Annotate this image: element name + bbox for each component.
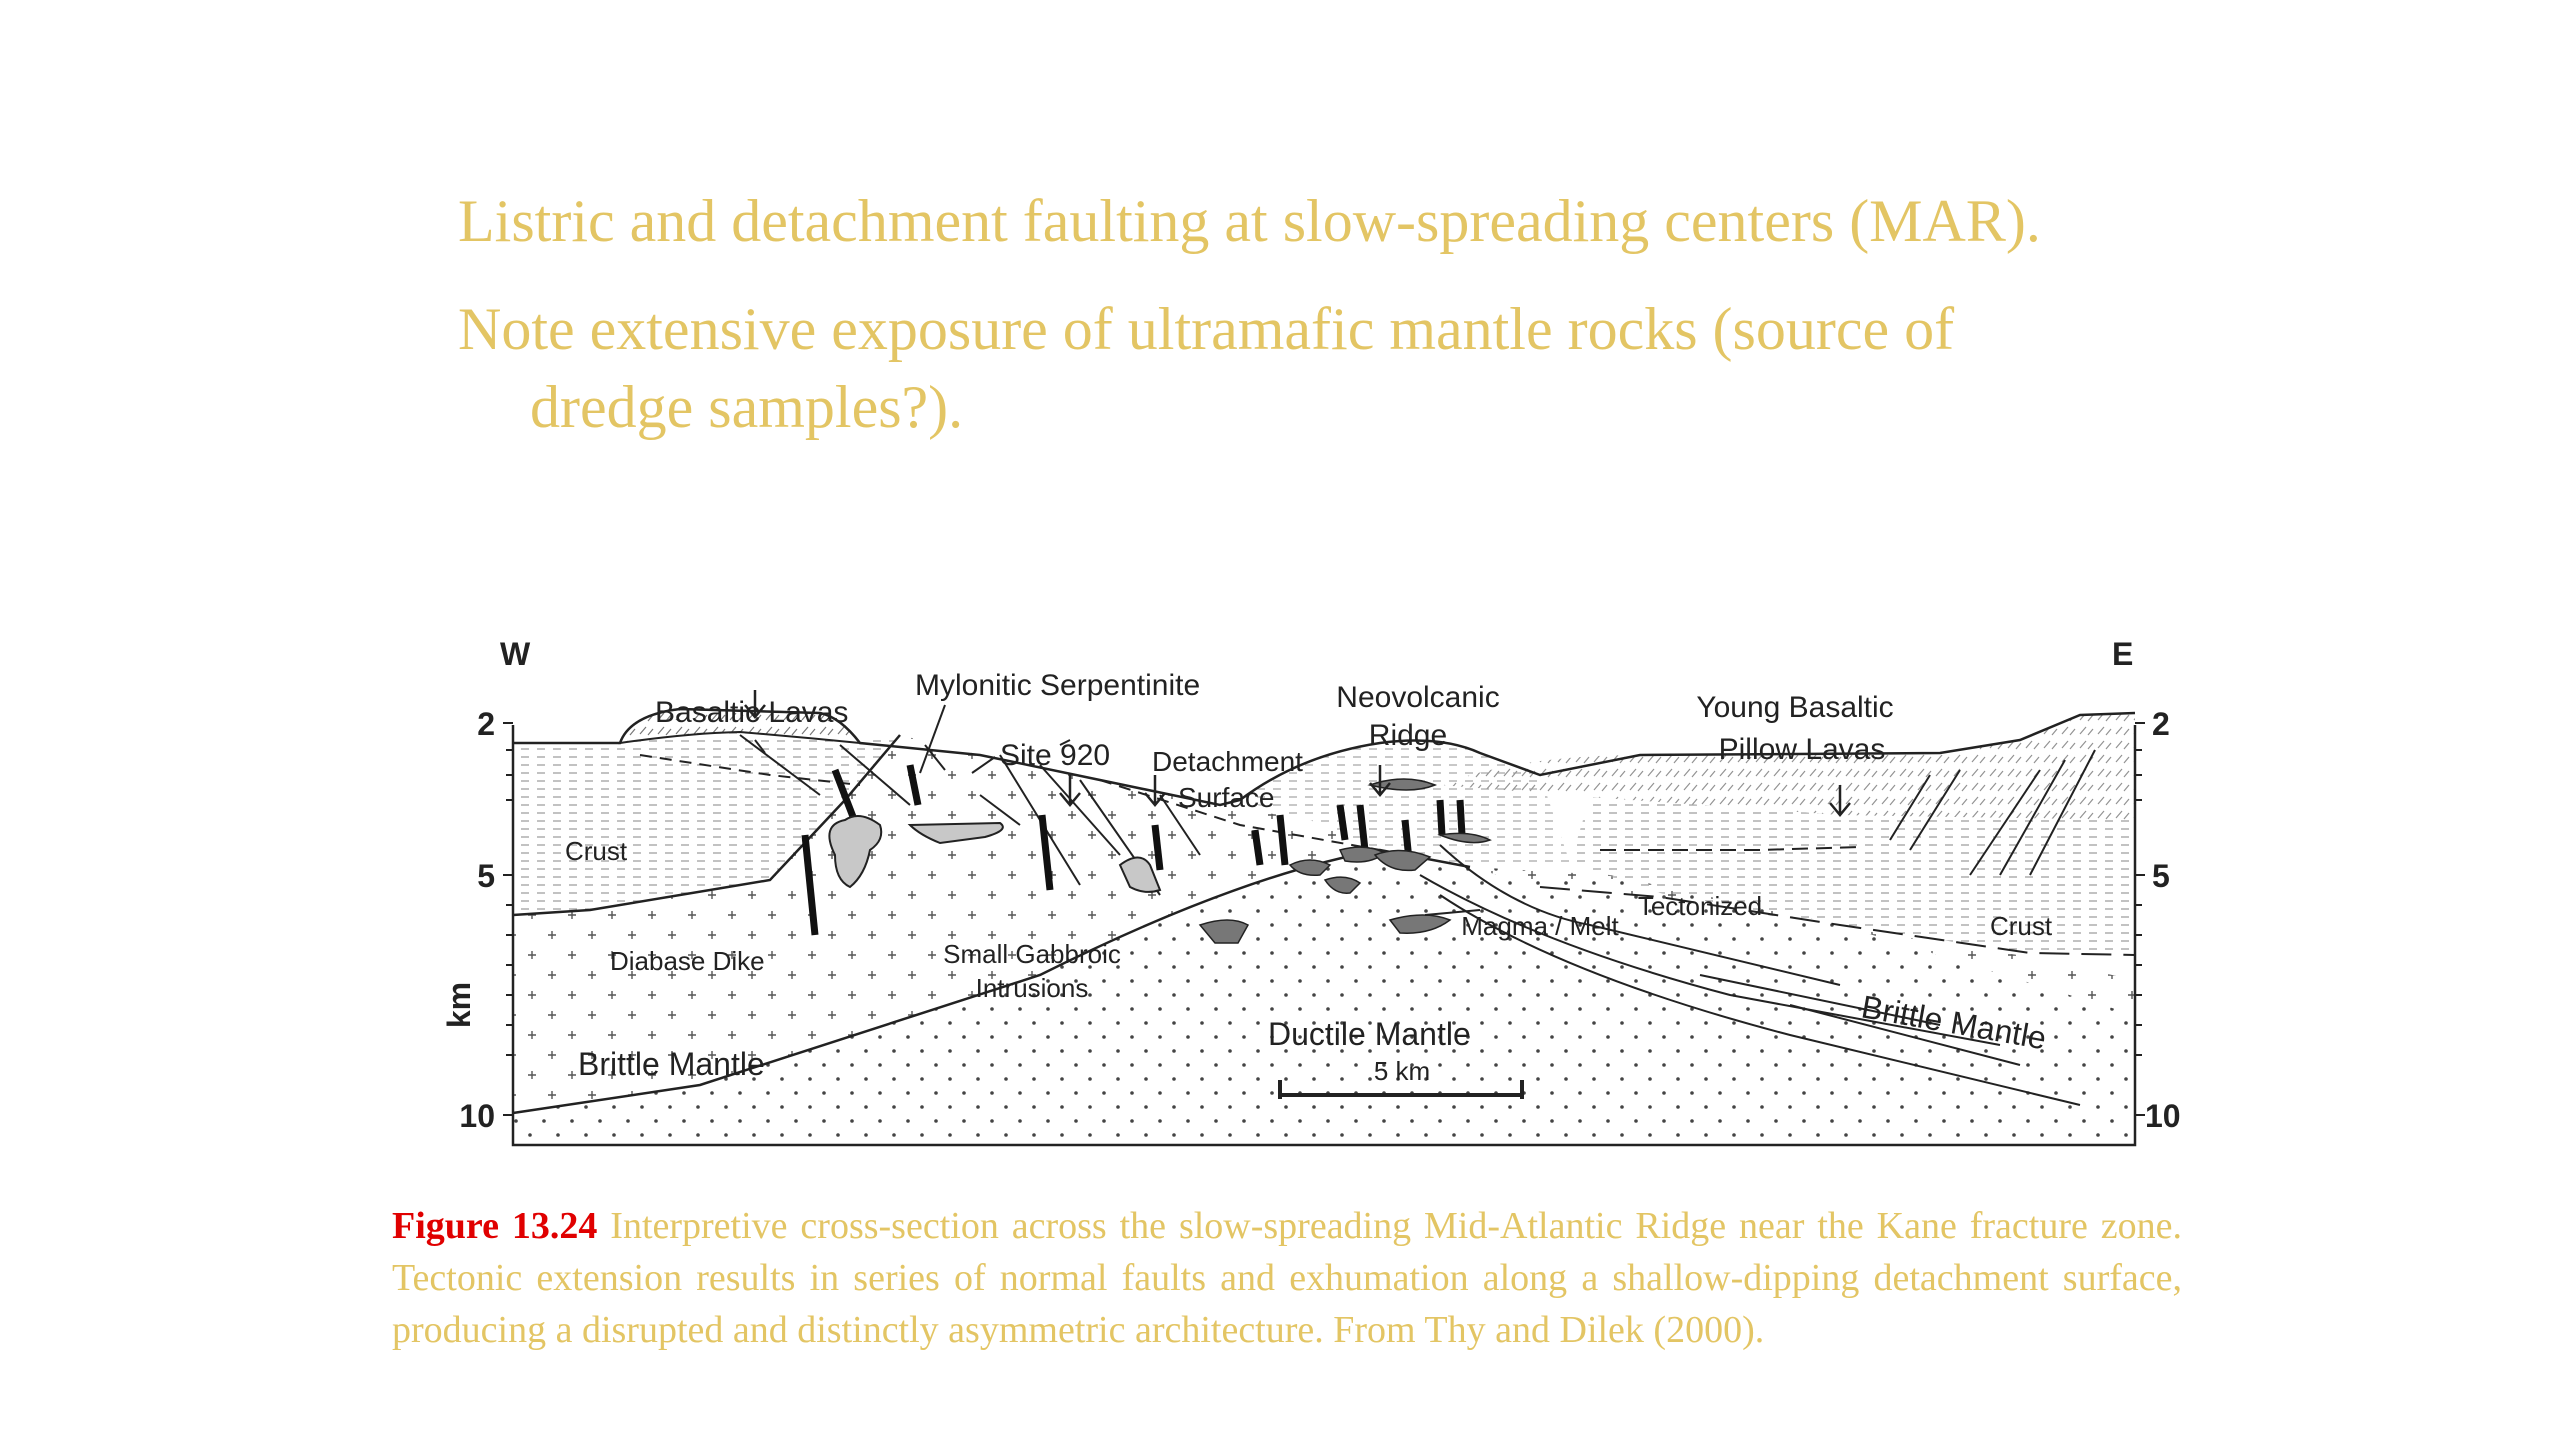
tectonized-dashed [1600,846,1861,851]
caption-text: Interpretive cross-section across the sl… [392,1205,2183,1351]
label-neovolcanic-2: Ridge [1369,719,1447,752]
brittle-mantle-right-layer [1470,867,2135,1015]
label-brittle-mantle-left: Brittle Mantle [578,1046,765,1082]
label-crust-left: Crust [565,836,628,866]
left-tick-2: 2 [477,706,495,742]
crust-right-layer [1570,797,2135,955]
figure-number: Figure 13.24 [392,1205,598,1247]
ductile-mantle-layer [513,850,2135,1145]
right-axis-ticks [2135,722,2145,1116]
diabase-dikes [801,764,1466,936]
label-ductile-mantle: Ductile Mantle [1268,1016,1471,1052]
label-mylonitic-serpentinite: Mylonitic Serpentinite [915,669,1200,702]
mylonitic-pointer [919,704,946,774]
left-tick-10: 10 [459,1098,495,1134]
label-young-basaltic-1: Young Basaltic [1696,691,1893,724]
arrow-site-920 [1059,775,1081,807]
young-pillow-lavas [1440,713,2135,820]
slide-subtitle: Note extensive exposure of ultramafic ma… [458,290,2258,446]
label-basaltic-lavas: Basaltic Lavas [655,696,848,729]
label-magma-melt: Magma / Melt [1461,911,1619,941]
label-scale-bar: 5 km [1374,1056,1430,1086]
label-small-gabbroic-1: Small Gabbroic [943,939,1121,969]
label-crust-right: Crust [1990,911,2053,941]
seafloor-profile [513,707,2136,807]
label-neovolcanic-1: Neovolcanic [1336,681,1499,714]
left-axis-ticks [503,722,513,1116]
label-site-920: Site 920 [1000,739,1110,772]
scale-bar [1278,1080,1524,1099]
magma-bodies [1198,778,1492,944]
crust-mantle-boundary-right [1539,886,2136,956]
label-detachment-1: Detachment [1152,746,1303,777]
cross-section-diagram: W E km 2 5 10 2 5 10 Basaltic Lavas Mylo… [441,636,2180,1147]
figure-caption: Figure 13.24 Interpretive cross-section … [392,1200,2182,1356]
gabbroic-intrusions [828,815,1162,893]
right-tick-10: 10 [2145,1098,2180,1134]
east-label: E [2112,636,2133,672]
label-tectonized: Tectonized [1638,891,1762,921]
arrow-basaltic-lavas [744,690,766,719]
label-small-gabbroic-2: Intrusions [976,973,1089,1003]
arrow-detachment [1144,775,1166,807]
arrow-neovolcanic [1369,765,1391,797]
axis-label-km: km [441,982,477,1028]
subtitle-line-1: Note extensive exposure of ultramafic ma… [458,296,1955,362]
west-label: W [500,636,531,672]
down-arrows [744,690,1851,817]
brittle-mantle-left-layer [513,735,1380,1113]
normal-faults [739,734,2096,1106]
right-tick-5: 5 [2152,858,2170,894]
neovolcanic-ridge-body [1240,740,1570,867]
label-diabase-dike: Diabase Dike [610,946,765,976]
arrow-young-basalt [1829,785,1851,817]
slide-title: Listric and detachment faulting at slow-… [458,188,2041,254]
left-tick-5: 5 [477,858,495,894]
right-tick-2: 2 [2152,706,2170,742]
subtitle-line-2: dredge samples?). [530,374,964,440]
crust-mantle-boundary-left [512,734,901,917]
label-detachment-2: Surface [1178,782,1275,813]
label-young-basaltic-2: Pillow Lavas [1719,733,1886,766]
